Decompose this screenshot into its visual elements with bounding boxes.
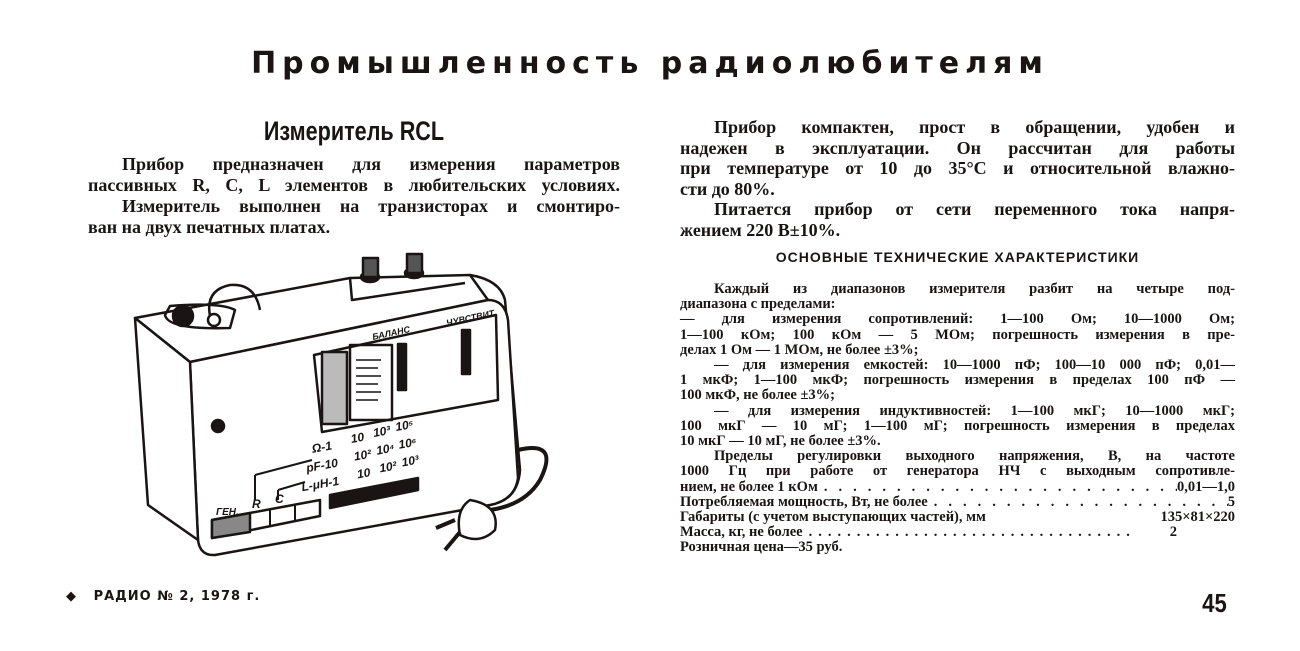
spec-line: диапазона с пределами: bbox=[680, 296, 836, 313]
spec-line: Каждый из диапазонов измерителя разбит н… bbox=[714, 281, 1235, 297]
spec-line: 1000 Гц при работе от генератора НЧ с вы… bbox=[680, 463, 1235, 480]
text-line: Питается прибор от сети переменного тока… bbox=[714, 199, 1235, 219]
text-line: сти до 80%. bbox=[680, 178, 775, 199]
spec-line: 1 мкФ; 1—100 мкФ; погрешность измерения … bbox=[680, 372, 1235, 389]
text-line: при температуре от 10 до 35°С и относите… bbox=[680, 158, 1235, 178]
spec-line: 100 мкГ — 10 мГ; 1—100 мГ; погрешность и… bbox=[680, 417, 1235, 434]
article-heading: Измеритель RCL bbox=[263, 116, 445, 146]
range-value: 10 bbox=[356, 465, 372, 481]
page-number: 45 bbox=[1202, 588, 1227, 618]
range-value: 10² bbox=[353, 447, 374, 464]
range-value: 10² bbox=[378, 458, 399, 475]
text-line: Прибор предназначен для измерения параме… bbox=[122, 154, 620, 174]
range-uh-label: L-μH-1 bbox=[300, 474, 340, 494]
spec-row: Потребляемая мощность, Вт, не более.....… bbox=[680, 493, 1235, 510]
range-value: 10⁴ bbox=[375, 441, 396, 458]
text-line: пассивных R, C, L элементов в любительск… bbox=[88, 175, 620, 195]
spec-line: — для измерения сопротивлений: 1—100 Ом;… bbox=[680, 311, 1235, 328]
issue-footer: ◆ РАДИО № 2, 1978 г. bbox=[66, 589, 260, 604]
spec-line: — для измерения индуктивностей: 1—100 мк… bbox=[714, 402, 1235, 419]
text-line: надежен в эксплуатации. Он рассчитан для… bbox=[680, 137, 1235, 158]
range-pf-label: pF-10 bbox=[304, 456, 339, 476]
text-line: Измеритель выполнен на транзисторах и см… bbox=[122, 196, 620, 216]
range-value: 10³ bbox=[401, 452, 422, 469]
spec-line: 100 мкФ, не более ±3%; bbox=[680, 387, 836, 404]
range-ohm-label: Ω-1 bbox=[310, 438, 333, 455]
spec-row: Габариты (с учетом выступающих частей), … bbox=[680, 509, 1235, 526]
issue-label: РАДИО № 2, 1978 г. bbox=[93, 589, 261, 604]
spec-row: нием, не более 1 кОм....................… bbox=[680, 478, 1235, 495]
spec-line: Пределы регулировки выходного напряжения… bbox=[714, 448, 1235, 465]
text-line: жением 220 В±10%. bbox=[680, 219, 841, 240]
left-intro-text: Прибор предназначен для измерения параме… bbox=[88, 154, 620, 238]
range-value: 10⁵ bbox=[394, 417, 415, 434]
r-label: R bbox=[252, 497, 261, 511]
gen-label: ГЕН. bbox=[216, 507, 239, 518]
range-value: 10⁶ bbox=[397, 435, 418, 452]
range-value: 10 bbox=[350, 430, 366, 446]
text-line: Прибор компактен, прост в обращении, удо… bbox=[714, 117, 1235, 137]
spec-row: Масса, кг, не более.....................… bbox=[680, 524, 1177, 541]
spec-line: 10 мкГ — 10 мГ, не более ±3%. bbox=[680, 433, 881, 450]
diamond-icon: ◆ bbox=[66, 589, 77, 604]
c-label: C bbox=[275, 492, 284, 506]
page-title: Промышленность радиолюбителям bbox=[251, 46, 1049, 81]
range-value: 10³ bbox=[372, 423, 393, 440]
spec-line: — для измерения емкостей: 10—1000 пФ; 10… bbox=[714, 357, 1235, 374]
spec-line: делах 1 Ом — 1 МОм, не более ±3%; bbox=[680, 341, 919, 358]
specifications: Каждый из диапазонов измерителя разбит н… bbox=[680, 281, 1235, 556]
price: Розничная цена—35 руб. bbox=[680, 539, 843, 556]
specs-heading: ОСНОВНЫЕ ТЕХНИЧЕСКИЕ ХАРАКТЕРИСТИКИ bbox=[775, 249, 1140, 265]
spec-line: 1—100 кОм; 100 кОм — 5 МОм; погрешность … bbox=[680, 326, 1235, 343]
right-intro-text: Прибор компактен, прост в обращении, удо… bbox=[680, 117, 1235, 240]
text-line: ван на двух печатных платах. bbox=[88, 217, 331, 237]
